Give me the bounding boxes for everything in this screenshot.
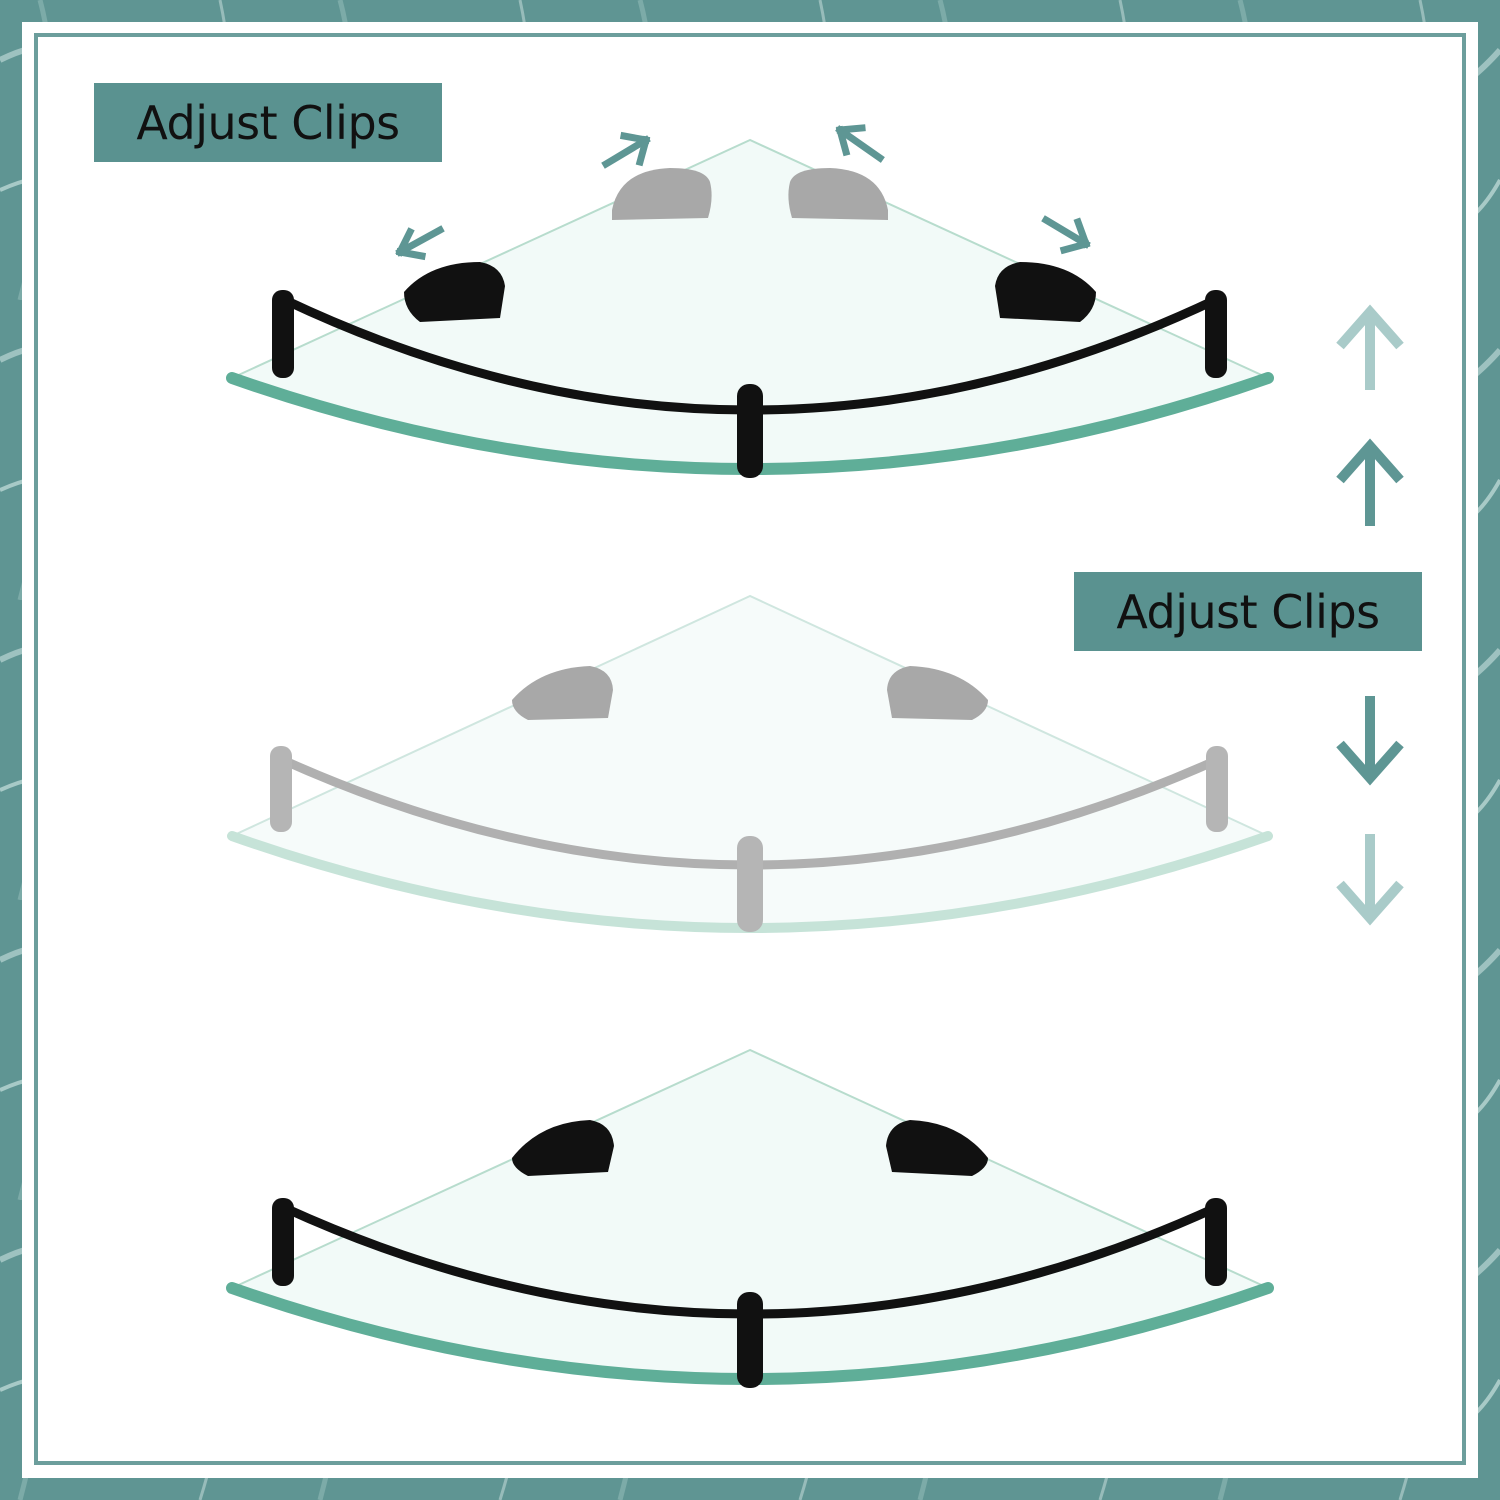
inner-border [34, 33, 1466, 1465]
ghost-post-left [270, 746, 292, 832]
post-bottom-center [737, 1292, 763, 1388]
post-bottom-left [272, 1198, 294, 1286]
shelf-middle-ghost [227, 594, 1273, 933]
ghost-clip-mid-right [887, 666, 988, 720]
ghost-clip-mid-left [512, 666, 613, 720]
arrow-up-light-icon [1336, 304, 1404, 390]
arrow-upleft-icon [835, 124, 885, 163]
arrow-right-icon [1041, 215, 1091, 255]
post-bottom-right [1205, 1198, 1227, 1286]
clip-bottom-left [512, 1120, 614, 1176]
clip-right [995, 262, 1096, 322]
post-left [272, 290, 294, 378]
arrow-left-icon [395, 225, 445, 261]
arrow-down-icon [1336, 696, 1404, 786]
post-right [1205, 290, 1227, 378]
post-center [737, 384, 763, 478]
adjust-clips-label-top: Adjust Clips [94, 83, 442, 162]
clip-bottom-right [886, 1120, 988, 1176]
shelf-top [226, 138, 1274, 478]
ghost-post-right [1206, 746, 1228, 832]
ghost-clip-left [612, 168, 712, 220]
arrow-up-icon [1336, 438, 1404, 526]
arrow-upright-icon [601, 131, 651, 169]
clip-left [404, 262, 505, 322]
ghost-post-center [737, 836, 763, 932]
adjust-clips-label-middle: Adjust Clips [1074, 572, 1422, 651]
shelf-bottom [226, 1048, 1274, 1388]
arrow-down-light-icon [1336, 834, 1404, 926]
ghost-clip-right [788, 168, 888, 220]
